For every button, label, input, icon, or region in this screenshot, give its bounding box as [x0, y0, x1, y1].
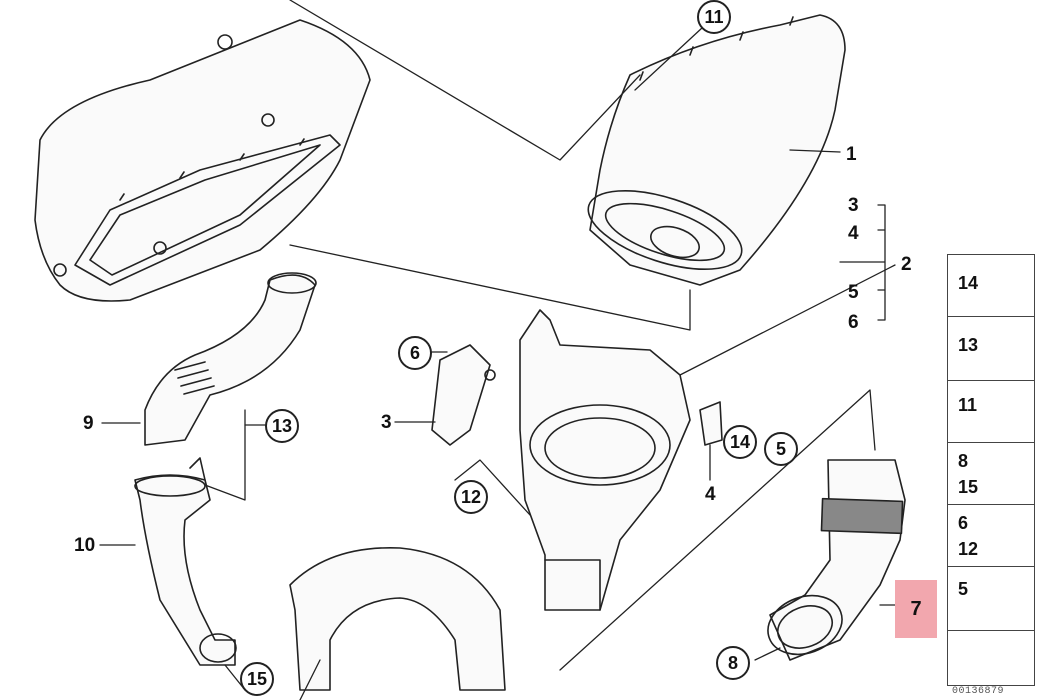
callout-11-circled: 11	[697, 0, 731, 34]
callout-4-clip: 4	[705, 484, 716, 505]
legend-cell-arrow	[947, 630, 1035, 686]
pipe-9	[144, 272, 317, 446]
air-filter-housing	[34, 19, 371, 302]
intake-duct	[587, 14, 846, 286]
legend-label-14: 14	[958, 273, 979, 293]
callout-3-sensor: 3	[381, 412, 392, 433]
legend-label-13: 13	[958, 335, 979, 355]
pipe-7	[767, 459, 906, 661]
legend-label-12: 12	[958, 539, 979, 559]
callout-4: 4	[848, 223, 859, 244]
legend-label-8: 8	[958, 451, 969, 471]
callout-12-circled: 12	[454, 480, 488, 514]
legend-cell-11: 11	[947, 380, 1035, 444]
legend-label-11: 11	[958, 395, 978, 415]
intake-housing	[519, 309, 691, 611]
legend-cell-5: 5	[947, 566, 1035, 632]
lower-duct	[289, 546, 506, 691]
legend-label-5: 5	[958, 579, 969, 599]
callout-6-circled: 6	[398, 336, 432, 370]
hardware-legend: 14 13 11 8 15 6 12 5	[947, 254, 1037, 686]
callout-9: 9	[83, 413, 94, 434]
legend-cell-14: 14	[947, 254, 1035, 318]
pipe-10	[134, 457, 237, 666]
legend-cell-13: 13	[947, 316, 1035, 382]
callout-15-circled: 15	[240, 662, 274, 696]
document-number: 00136879	[952, 686, 1005, 697]
legend-cell-8-15: 8 15	[947, 442, 1035, 506]
legend-label-15: 15	[958, 477, 979, 497]
callout-10: 10	[74, 535, 96, 556]
callout-1: 1	[846, 144, 857, 165]
clip-part	[699, 401, 723, 446]
callout-3: 3	[848, 195, 859, 216]
legend-label-6: 6	[958, 513, 969, 533]
callout-7-highlighted: 7	[895, 580, 937, 638]
callout-2: 2	[901, 254, 912, 275]
callout-13-circled: 13	[265, 409, 299, 443]
callout-6: 6	[848, 312, 859, 333]
callout-5-circled: 5	[764, 432, 798, 466]
sensor-part	[431, 344, 496, 446]
callout-14-circled: 14	[723, 425, 757, 459]
callout-8-circled: 8	[716, 646, 750, 680]
callout-5: 5	[848, 282, 859, 303]
legend-cell-6-12: 6 12	[947, 504, 1035, 568]
